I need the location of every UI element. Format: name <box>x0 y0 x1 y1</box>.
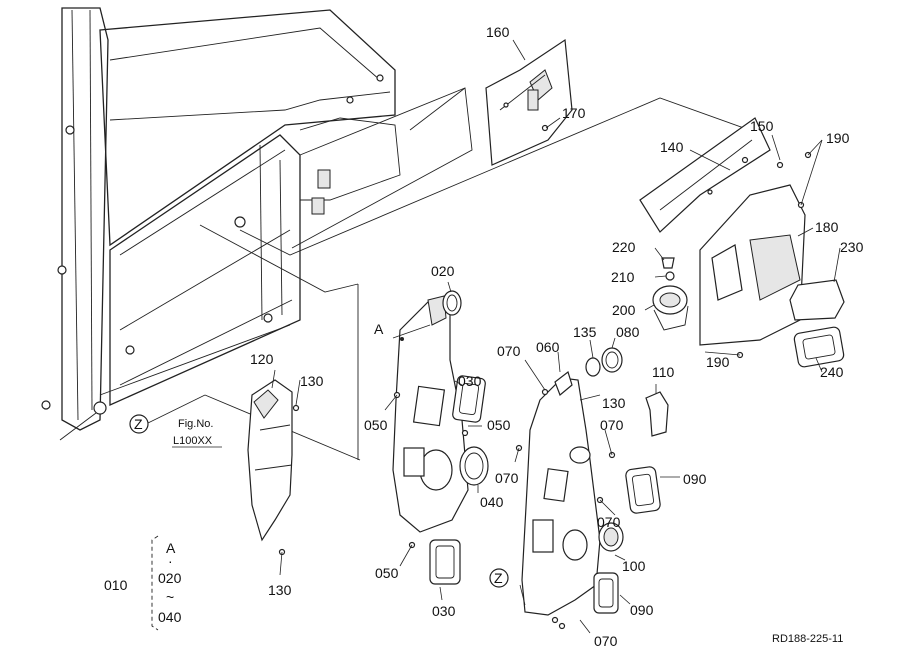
label-060: 060 <box>536 339 560 355</box>
label-150: 150 <box>750 118 774 134</box>
ref-z-circle-left <box>129 414 149 434</box>
part-200-ring <box>652 285 689 331</box>
right-duct <box>521 377 601 630</box>
part-100-ring <box>598 522 624 552</box>
label-210: 210 <box>611 269 635 285</box>
label-050-left: 050 <box>364 417 388 433</box>
group-tilde-label: ~ <box>166 589 174 605</box>
label-135: 135 <box>573 324 597 340</box>
label-030-bottom: 030 <box>432 603 456 619</box>
label-070-bottom: 070 <box>594 633 618 649</box>
part-040-ring <box>459 446 489 486</box>
part-labels: 010 020 030 030 040 050 050 050 060 070 … <box>104 24 864 649</box>
ref-a-dot <box>400 337 404 341</box>
ref-z-circle-right <box>489 568 509 588</box>
reference-lines <box>199 87 756 461</box>
label-190-bottom: 190 <box>706 354 730 370</box>
part-180-bracket <box>699 161 806 346</box>
part-140-cover <box>639 117 771 233</box>
label-100: 100 <box>622 558 646 574</box>
label-020: 020 <box>431 263 455 279</box>
part-090-grille-top <box>625 466 661 514</box>
label-070-top: 070 <box>497 343 521 359</box>
part-240-grille <box>793 326 845 368</box>
part-030-grille-top <box>452 375 486 423</box>
ref-z-label-left: Z <box>134 416 143 432</box>
ref-z-label-right: Z <box>494 570 503 586</box>
cab-frame <box>41 7 401 441</box>
part-160-panel <box>485 38 573 166</box>
group-dot-label: · <box>168 553 173 569</box>
label-170: 170 <box>562 105 586 121</box>
label-090-bottom: 090 <box>630 602 654 618</box>
label-130-upper: 130 <box>300 373 324 389</box>
group-a-label: A <box>166 540 176 556</box>
part-080-knob <box>601 347 623 373</box>
label-120: 120 <box>250 351 274 367</box>
label-010: 010 <box>104 577 128 593</box>
label-030-top: 030 <box>458 373 482 389</box>
ref-a-label: A <box>374 321 384 337</box>
label-080: 080 <box>616 324 640 340</box>
part-020-ring <box>442 290 462 316</box>
part-120-duct <box>247 379 300 542</box>
label-130-bottom: 130 <box>268 582 292 598</box>
label-050-bottom: 050 <box>375 565 399 581</box>
label-230: 230 <box>840 239 864 255</box>
label-180: 180 <box>815 219 839 235</box>
part-230-box <box>789 279 845 321</box>
part-090-grille-bottom <box>593 572 619 614</box>
label-160: 160 <box>486 24 510 40</box>
leader-lines <box>147 39 841 634</box>
label-070-mid: 070 <box>597 514 621 530</box>
label-240: 240 <box>820 364 844 380</box>
label-050-mid: 050 <box>487 417 511 433</box>
group-from-label: 020 <box>158 570 182 586</box>
label-040: 040 <box>480 494 504 510</box>
part-220-clip <box>661 257 675 269</box>
label-140: 140 <box>660 139 684 155</box>
group-bracket <box>151 535 159 631</box>
part-030-grille-bottom <box>429 539 461 585</box>
label-090-top: 090 <box>683 471 707 487</box>
part-110-clip <box>645 391 669 437</box>
part-135-ring <box>585 357 601 377</box>
part-060-grille <box>554 370 573 396</box>
center-duct <box>392 295 469 549</box>
drawing-code: RD188-225-11 <box>772 633 843 645</box>
part-210-nut <box>665 271 675 281</box>
label-200: 200 <box>612 302 636 318</box>
label-130-right: 130 <box>602 395 626 411</box>
label-190-top: 190 <box>826 130 850 146</box>
label-070-left: 070 <box>495 470 519 486</box>
label-220: 220 <box>612 239 636 255</box>
fig-no-label: Fig.No. <box>178 418 213 430</box>
label-070-right: 070 <box>600 417 624 433</box>
fig-ref-label: L100XX <box>173 435 213 447</box>
group-to-label: 040 <box>158 609 182 625</box>
label-110: 110 <box>652 364 675 380</box>
